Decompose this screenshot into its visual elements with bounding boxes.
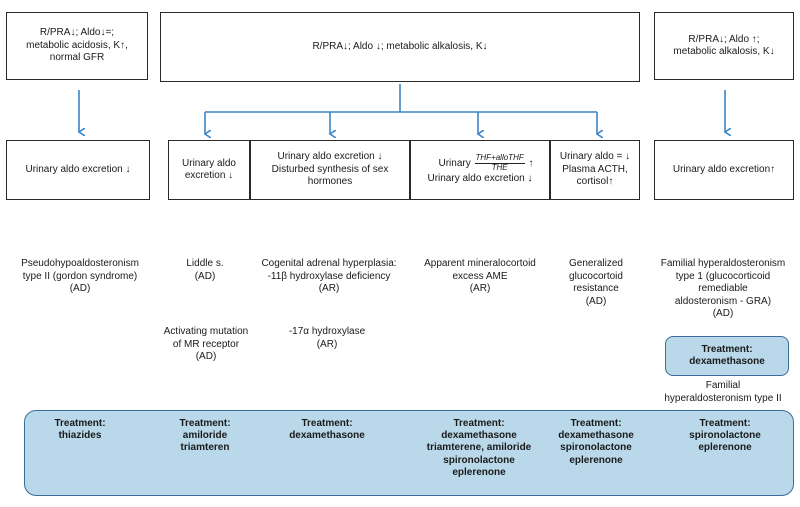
finding-5-line-2: Plasma ACTH, — [562, 163, 628, 175]
top-left-line-2: metabolic acidosis, K↑, — [26, 39, 128, 51]
fraction-denominator: THE — [491, 163, 508, 173]
top-middle-text: R/PRA↓; Aldo ↓; metabolic alkalosis, K↓ — [312, 40, 488, 52]
diagnosis-1-line-1: Pseudohypoaldosteronism — [21, 258, 139, 269]
diagnosis-3: Cogenital adrenal hyperplasia: -11β hydr… — [248, 258, 410, 296]
diagnosis-2b-line-1: Activating mutation — [163, 326, 249, 337]
treatment-4-line-4: spironolactone — [443, 454, 515, 466]
diagnosis-4-line-3: (AR) — [469, 283, 491, 294]
treatment-4-line-2: dexamethasone — [441, 430, 517, 442]
finding-box-1: Urinary aldo excretion ↓ — [6, 140, 150, 200]
diagnosis-3b: -17α hydroxylase (AR) — [262, 326, 392, 351]
treatment-3-line-2: dexamethasone — [289, 430, 365, 442]
treatment-1-line-2: thiazides — [58, 430, 102, 442]
treatment-col-1: Treatment: thiazides — [30, 418, 130, 442]
diagnosis-6-line-2: type 1 (glucocorticoid — [675, 270, 771, 282]
diagnosis-6-line-5: (AD) — [712, 308, 734, 319]
diagnosis-4: Apparent mineralocortoid excess AME (AR) — [408, 258, 552, 296]
treatment-col-6: Treatment: spironolactone eplerenone — [668, 418, 782, 455]
diagnosis-5-line-1: Generalized — [569, 258, 623, 269]
treatment-4-line-3: triamterene, amiloride — [426, 442, 532, 454]
diagnosis-2-line-1: Liddle s. — [186, 258, 224, 269]
treatment-col-4: Treatment: dexamethasone triamterene, am… — [414, 418, 544, 479]
diagnosis-3-line-1: Cogenital adrenal hyperplasia: — [261, 258, 397, 269]
finding-5-line-1: Urinary aldo = ↓ — [559, 151, 631, 163]
diagnosis-5-line-2: glucocortoid — [569, 270, 623, 282]
diagnosis-1-line-2: type II (gordon syndrome) — [22, 270, 138, 282]
treatment-3-line-1: Treatment: — [301, 418, 353, 429]
treatment-2-line-2: amiloride — [182, 430, 228, 442]
diagnosis-6-line-4: aldosteronism - GRA) — [674, 295, 772, 307]
gra-treatment-box: Treatment: dexamethasone — [665, 336, 789, 376]
treatment-6-line-1: Treatment: — [699, 418, 751, 429]
diagnosis-1-line-3: (AD) — [69, 283, 91, 294]
finding-1-text: Urinary aldo excretion ↓ — [25, 163, 131, 175]
diagnosis-4-line-2: excess AME — [452, 270, 508, 282]
treatment-5-line-4: eplerenone — [569, 454, 623, 466]
finding-box-6: Urinary aldo excretion↑ — [654, 140, 794, 200]
finding-4-line-2: Urinary aldo excretion ↓ — [427, 173, 533, 185]
gra-treatment-drug: dexamethasone — [689, 356, 765, 367]
diagnosis-5: Generalized glucocortoid resistance (AD) — [550, 258, 642, 308]
finding-6-text: Urinary aldo excretion↑ — [672, 163, 776, 175]
treatment-4-line-5: eplerenone — [452, 466, 506, 478]
diagnosis-1: Pseudohypoaldosteronism type II (gordon … — [0, 258, 160, 296]
fraction-numerator: THF+alloTHF — [474, 153, 525, 165]
diagnosis-2: Liddle s. (AD) — [160, 258, 250, 283]
treatment-col-3: Treatment: dexamethasone — [272, 418, 382, 442]
treatment-2-line-3: triamteren — [180, 442, 230, 454]
top-right-line-2: metabolic alkalosis, K↓ — [673, 46, 775, 57]
treatment-1-line-1: Treatment: — [54, 418, 106, 429]
treatment-6-line-2: spironolactone — [689, 430, 761, 442]
top-left-line-1: R/PRA↓; Aldo↓=; — [39, 27, 115, 39]
diagnosis-7-line-1: Familial — [705, 380, 741, 391]
diagnosis-4-line-1: Apparent mineralocortoid — [424, 258, 536, 269]
diagnosis-6: Familial hyperaldosteronism type 1 (gluc… — [646, 258, 800, 321]
diagnosis-2-line-2: (AD) — [194, 270, 216, 282]
treatment-2-line-1: Treatment: — [179, 418, 231, 429]
treatment-5-line-1: Treatment: — [570, 418, 622, 429]
treatment-4-line-1: Treatment: — [453, 418, 505, 429]
diagnosis-5-line-4: (AD) — [585, 295, 607, 307]
treatment-5-line-2: dexamethasone — [558, 430, 634, 442]
finding-box-4: Urinary THF+alloTHF THE ↑ Urinary aldo e… — [410, 140, 550, 200]
finding-3-line-2: Disturbed synthesis of sex — [271, 163, 389, 175]
diagnosis-2b-line-2: of MR receptor — [172, 338, 240, 350]
diagnosis-7-line-2: hyperaldosteronism type II — [664, 392, 782, 404]
finding-3-line-1: Urinary aldo excretion ↓ — [277, 151, 383, 163]
finding-3-line-3: hormones — [307, 176, 353, 188]
top-left-line-3: normal GFR — [49, 52, 105, 64]
diagnosis-6-line-3: remediable — [698, 283, 748, 294]
treatment-6-line-3: eplerenone — [698, 442, 752, 454]
treatment-col-5: Treatment: dexamethasone spironolactone … — [548, 418, 644, 467]
top-box-middle: R/PRA↓; Aldo ↓; metabolic alkalosis, K↓ — [160, 12, 640, 82]
finding-2-line-2: excretion ↓ — [184, 170, 234, 181]
finding-box-5: Urinary aldo = ↓ Plasma ACTH, cortisol↑ — [550, 140, 640, 200]
finding-4-prefix: Urinary — [438, 158, 471, 170]
finding-box-2: Urinary aldo excretion ↓ — [168, 140, 250, 200]
finding-box-3: Urinary aldo excretion ↓ Disturbed synth… — [250, 140, 410, 200]
finding-4-arrow: ↑ — [528, 158, 534, 170]
diagnosis-5-line-3: resistance — [573, 283, 619, 294]
top-box-left: R/PRA↓; Aldo↓=; metabolic acidosis, K↑, … — [6, 12, 148, 80]
treatment-5-line-3: spironolactone — [560, 442, 632, 454]
finding-4-fraction: THF+alloTHF THE — [474, 153, 525, 173]
treatment-col-2: Treatment: amiloride triamteren — [160, 418, 250, 455]
diagnosis-6-line-1: Familial hyperaldosteronism — [660, 258, 786, 269]
gra-treatment-label: Treatment: — [701, 343, 753, 355]
diagnosis-3-line-3: (AR) — [318, 283, 340, 294]
diagnosis-2b: Activating mutation of MR receptor (AD) — [152, 326, 260, 364]
treatment-panel — [24, 410, 794, 496]
top-box-right: R/PRA↓; Aldo ↑; metabolic alkalosis, K↓ — [654, 12, 794, 80]
finding-4-ratio-line: Urinary THF+alloTHF THE ↑ — [426, 154, 533, 173]
diagnosis-3b-line-2: (AR) — [316, 338, 338, 350]
diagnosis-3b-line-1: -17α hydroxylase — [288, 326, 366, 337]
diagnosis-2b-line-3: (AD) — [195, 351, 217, 362]
top-right-line-1: R/PRA↓; Aldo ↑; — [688, 33, 760, 45]
diagnosis-3-line-2: -11β hydroxylase deficiency — [267, 270, 391, 282]
finding-2-line-1: Urinary aldo — [182, 157, 236, 169]
diagnosis-7: Familial hyperaldosteronism type II — [646, 380, 800, 405]
finding-5-line-3: cortisol↑ — [576, 176, 614, 188]
